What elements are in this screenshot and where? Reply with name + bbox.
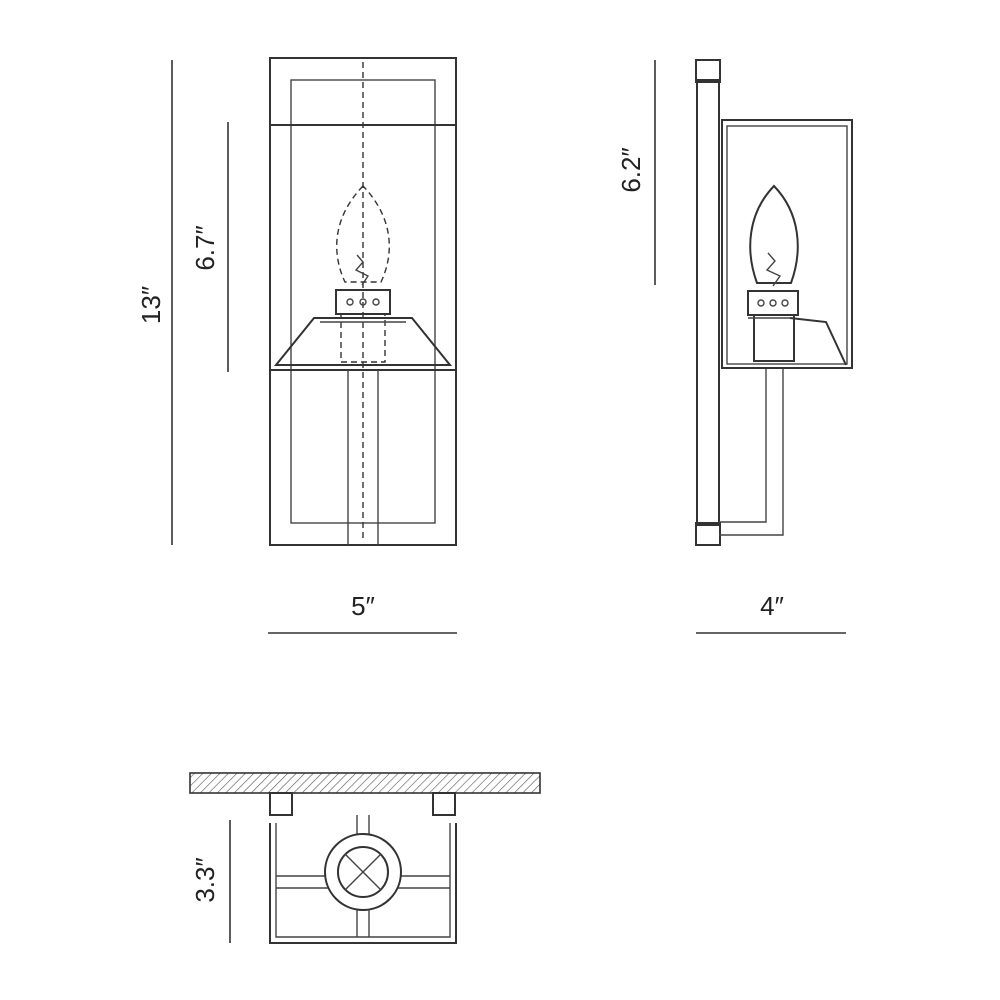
front-socket-body [340,313,386,363]
side-socket-dot-2 [769,299,777,307]
dim-3-3-inch: 3.3″ [190,820,231,943]
side-shade-inner [726,125,848,365]
dim-4-inch: 4″ [696,591,846,634]
dim-5-label: 5″ [351,591,375,621]
top-mount-right [432,792,456,816]
side-shade-box [721,119,853,369]
dim-6-2-inch: 6.2″ [616,60,656,285]
top-socket-cross-2 [344,853,382,891]
side-bulb [749,184,799,284]
front-cone [273,317,453,366]
front-bulb [336,184,390,283]
top-socket-inner [337,846,389,898]
side-socket-body [753,314,795,362]
dim-13-label: 13″ [136,286,166,324]
front-view [269,57,457,546]
top-view [189,772,541,944]
side-mount-top [695,59,721,83]
top-shade-inner [275,823,451,938]
side-socket-dot-3 [781,299,789,307]
front-socket-dot-3 [372,298,380,306]
side-socket-top [747,290,799,316]
dim-13-inch: 13″ [136,60,173,545]
front-socket-dot-1 [346,298,354,306]
side-mount-bottom [695,522,721,546]
dim-6-2-label: 6.2″ [616,147,646,192]
front-backplate [269,57,457,546]
dim-6-7-inch: 6.7″ [190,122,229,372]
side-view [695,59,853,546]
dim-6-7-label: 6.7″ [190,225,220,270]
dim-4-label: 4″ [760,591,784,621]
side-arm [719,368,784,536]
top-mount-left [269,792,293,816]
side-backplate [696,79,720,526]
dim-3-3-label: 3.3″ [190,857,220,902]
top-wall [189,772,541,794]
side-socket-dot-1 [757,299,765,307]
front-socket-dot-2 [359,298,367,306]
side-cone [789,317,847,366]
front-bulb-filament [354,254,370,286]
dim-5-inch: 5″ [268,591,457,634]
top-shade-outline [269,823,457,944]
side-bulb-filament [765,252,782,287]
